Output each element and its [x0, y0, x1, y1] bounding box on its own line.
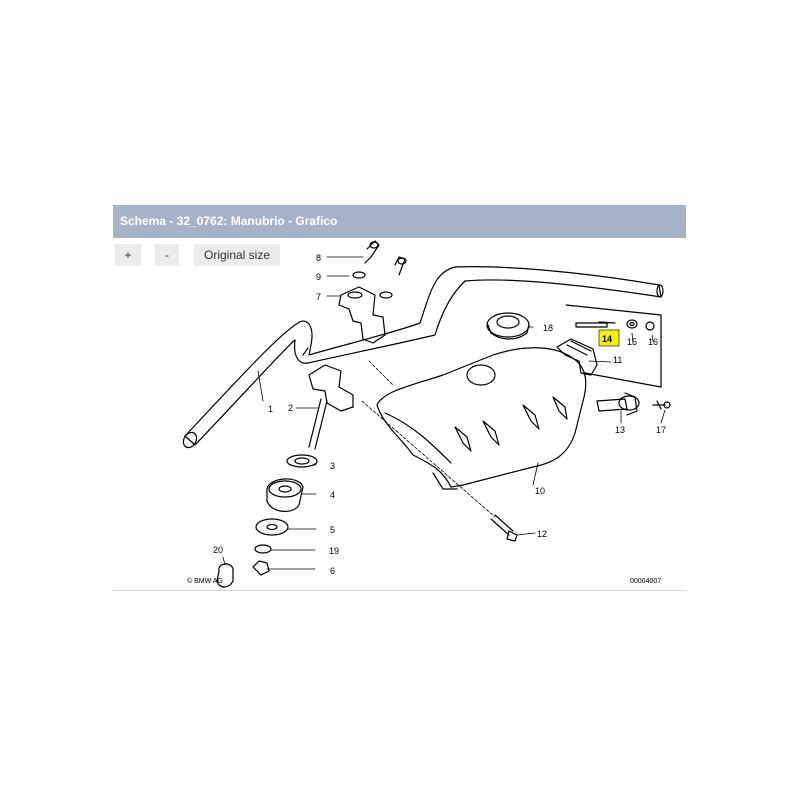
part-label-4[interactable]: 4	[330, 490, 335, 500]
zoom-out-button[interactable]: -	[155, 244, 179, 266]
part-label-12[interactable]: 12	[537, 529, 547, 539]
part-label-5[interactable]: 5	[330, 525, 335, 535]
part-labels: 1 2 3 4 5 6 7 8 9 10 11 12 13 14 15 16 1…	[187, 253, 666, 585]
zoom-in-button[interactable]: +	[115, 244, 141, 266]
copyright-text: © BMW AG	[187, 577, 223, 585]
diagram-panel: Schema - 32_0762: Manubrio - Grafico + -…	[113, 205, 686, 591]
part-label-9[interactable]: 9	[316, 272, 321, 282]
panel-bottom-divider	[113, 590, 686, 591]
part-label-16[interactable]: 16	[648, 337, 658, 347]
part-label-6[interactable]: 6	[330, 566, 335, 576]
part-label-7[interactable]: 7	[316, 292, 321, 302]
part-label-18[interactable]: 18	[543, 323, 553, 333]
part-label-15[interactable]: 15	[627, 337, 637, 347]
part-label-20[interactable]: 20	[213, 545, 223, 555]
cover-drawing	[376, 347, 587, 490]
clamp-drawing	[338, 240, 407, 344]
part-label-10[interactable]: 10	[535, 486, 545, 496]
part-label-8[interactable]: 8	[316, 253, 321, 263]
handlebar-drawing	[182, 266, 664, 449]
drawing-number: 00004007	[630, 578, 661, 585]
part-label-14[interactable]: 14	[602, 334, 612, 344]
handlebar-diagram[interactable]: 1 2 3 4 5 6 7 8 9 10 11 12 13 14 15 16 1…	[113, 205, 686, 591]
bolt-12-drawing	[490, 514, 518, 542]
part-label-19[interactable]: 19	[329, 546, 339, 556]
leader-lines	[222, 256, 666, 570]
original-size-button[interactable]: Original size	[194, 244, 280, 266]
part-label-11[interactable]: 11	[613, 355, 622, 365]
parts-13-17-drawing	[596, 392, 671, 416]
part-label-17[interactable]: 17	[656, 425, 666, 435]
part-label-1[interactable]: 1	[268, 404, 273, 414]
part-label-3[interactable]: 3	[330, 461, 335, 471]
guide-drawing	[556, 338, 598, 376]
panel-header: Schema - 32_0762: Manubrio - Grafico	[113, 205, 686, 238]
parts-14-16-group	[565, 304, 662, 388]
riser-drawing	[216, 364, 354, 588]
gauge-cap-drawing	[486, 312, 530, 340]
highlight-part-14	[598, 329, 620, 347]
part-label-2[interactable]: 2	[288, 403, 293, 413]
panel-title: Schema - 32_0762: Manubrio - Grafico	[120, 214, 338, 228]
part-label-13[interactable]: 13	[615, 425, 625, 435]
